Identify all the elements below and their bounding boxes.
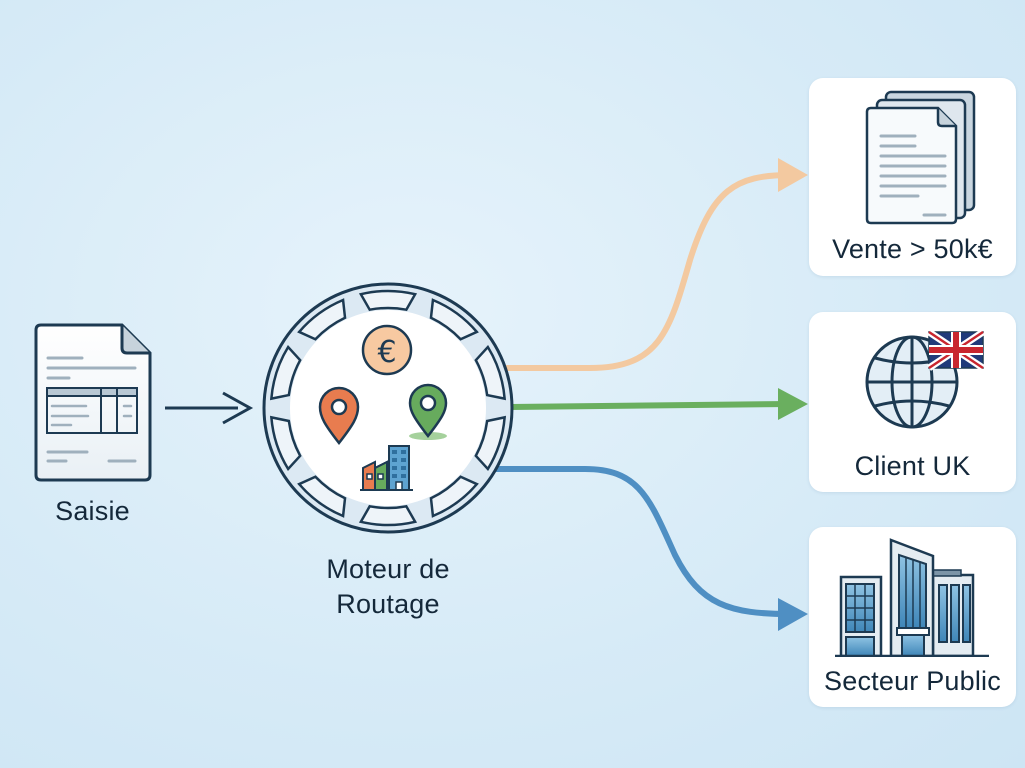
input-arrow: [165, 391, 254, 425]
arrow-vente: [504, 158, 808, 371]
globe-uk-flag-icon: [865, 329, 985, 429]
engine-label-line1: Moteur de: [326, 554, 450, 584]
gear-tooth: [358, 289, 418, 312]
output-card-secteur-public: Secteur Public: [809, 527, 1016, 707]
gear-tooth: [429, 298, 479, 341]
map-pin-orange-icon: [318, 386, 360, 446]
engine-label: Moteur de Routage: [288, 552, 488, 622]
map-pin-green-icon: [408, 383, 448, 440]
documents-stack-icon: [865, 90, 976, 225]
gear-tooth: [297, 475, 347, 518]
factory-building-icon: [360, 445, 413, 491]
arrow-secteur-public: [492, 466, 808, 631]
gear-tooth: [429, 475, 479, 518]
gear-tooth: [358, 504, 418, 527]
output-card-vente: Vente > 50k€: [809, 78, 1016, 276]
gear-icon: [262, 282, 514, 534]
svg-text:€: €: [377, 335, 396, 370]
public-building-icon: [835, 538, 989, 657]
output-card-client-uk: Client UK: [809, 312, 1016, 492]
uk-flag-icon: [927, 329, 985, 371]
gear-tooth: [269, 415, 302, 472]
output-label-secteur-public: Secteur Public: [824, 666, 1001, 696]
gear-tooth: [269, 344, 302, 401]
gear-tooth: [297, 298, 347, 341]
output-label-vente: Vente > 50k€: [832, 234, 993, 264]
gear-tooth: [474, 415, 507, 472]
arrow-client-uk: [509, 388, 808, 420]
invoice-document-icon: [34, 323, 152, 482]
input-label: Saisie: [55, 496, 130, 526]
gear-tooth: [474, 344, 507, 401]
engine-label-line2: Routage: [336, 589, 440, 619]
output-label-client-uk: Client UK: [854, 451, 971, 481]
euro-coin-icon: €: [361, 324, 413, 376]
